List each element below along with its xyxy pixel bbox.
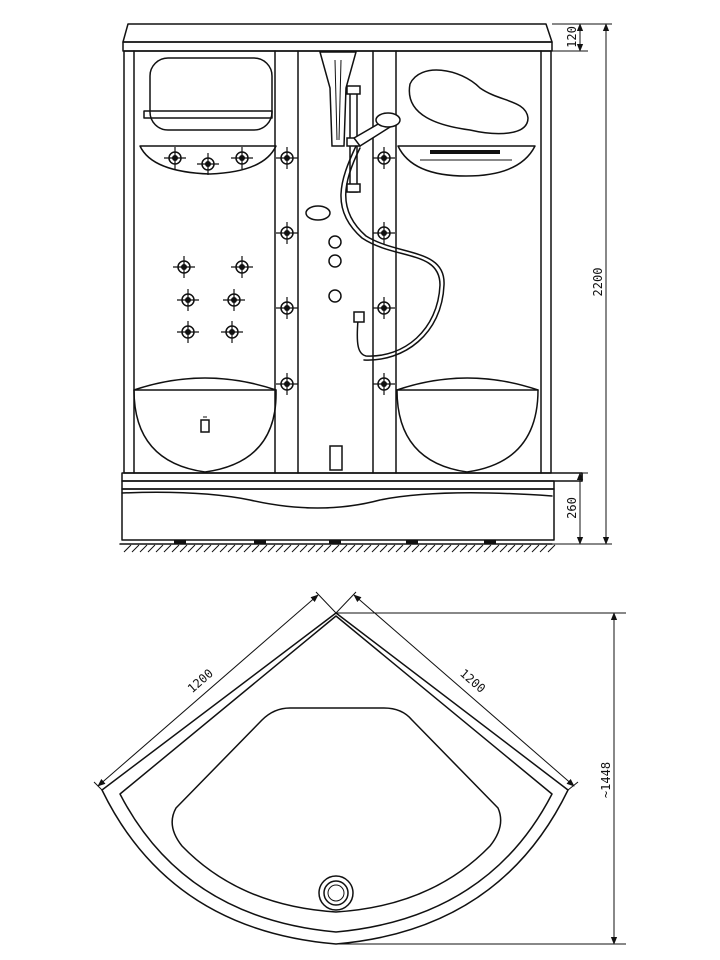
hose-connector [353,311,365,323]
hatch-stroke [347,544,356,553]
hatch-stroke [227,544,236,553]
hatch-stroke [507,544,516,553]
rain-shower-head [319,51,357,147]
hatch-stroke [299,544,308,553]
shower-hose [340,145,441,357]
hatch-stroke [275,544,284,553]
right-upper-mirror-shelf [397,69,536,177]
hatch-stroke [291,544,300,553]
hatch-stroke [547,544,556,553]
top-view-dimensions [93,591,626,945]
tray-feet [174,540,496,544]
left-upper-shelf [139,57,277,175]
dim-side-a: 1200 [185,666,216,696]
hatch-stroke [531,544,540,553]
hatch-stroke [315,544,324,553]
hatch-stroke [435,544,444,553]
tray-basin [171,707,502,913]
shower-tray [121,472,583,541]
hatch-stroke [387,544,396,553]
hatch-stroke [539,544,548,553]
hatch-stroke [147,544,156,553]
front-view: 120 2200 260 [119,23,612,553]
hatch-stroke [363,544,372,553]
dim-side-b: 1200 [457,666,488,696]
hatch-stroke [355,544,364,553]
dim-top-panel-height: 120 [565,26,579,48]
hatch-stroke [163,544,172,553]
hatch-stroke [171,544,180,553]
tray-outline-inner [119,615,553,933]
hatch-stroke [235,544,244,553]
hatch-stroke [131,544,140,553]
bottom-spout [329,445,343,471]
hatch-stroke [419,544,428,553]
hatch-stroke [323,544,332,553]
left-seat [133,377,277,473]
hatch-stroke [339,544,348,553]
shower-hose-inner [345,147,445,361]
hatch-stroke [331,544,340,553]
hatch-stroke [491,544,500,553]
hatch-stroke [427,544,436,553]
hatch-stroke [267,544,276,553]
hatch-stroke [307,544,316,553]
hatch-stroke [219,544,228,553]
hatch-stroke [179,544,188,553]
drain [318,875,354,911]
hatch-stroke [195,544,204,553]
hatch-stroke [483,544,492,553]
hatch-stroke [379,544,388,553]
roof-panel [122,23,553,43]
right-seat [396,377,539,473]
dim-total-height: 2200 [591,268,605,297]
hatch-stroke [443,544,452,553]
hatch-stroke [459,544,468,553]
hatch-stroke [499,544,508,553]
hatch-stroke [451,544,460,553]
hatch-stroke [283,544,292,553]
column-controls [305,205,343,471]
top-view: 1200 1200 ~1448 [93,591,626,945]
height-dimensions [552,23,612,545]
hatch-stroke [123,544,132,553]
shower-riser-rail [346,85,401,193]
dim-diagonal: ~1448 [599,762,613,798]
hatch-stroke [523,544,532,553]
dim-tray-height: 260 [565,497,579,519]
hatch-stroke [371,544,380,553]
roof-band [122,41,553,52]
hatch-stroke [203,544,212,553]
hatch-stroke [155,544,164,553]
hatch-stroke [411,544,420,553]
hatch-stroke [251,544,260,553]
hatch-stroke [395,544,404,553]
hatch-stroke [211,544,220,553]
hatch-stroke [467,544,476,553]
floor-hatching [123,544,556,553]
tray-outline-outer [101,612,569,945]
hatch-stroke [187,544,196,553]
hatch-stroke [243,544,252,553]
hatch-stroke [475,544,484,553]
hatch-stroke [139,544,148,553]
hatch-stroke [515,544,524,553]
hatch-stroke [403,544,412,553]
hatch-stroke [259,544,268,553]
